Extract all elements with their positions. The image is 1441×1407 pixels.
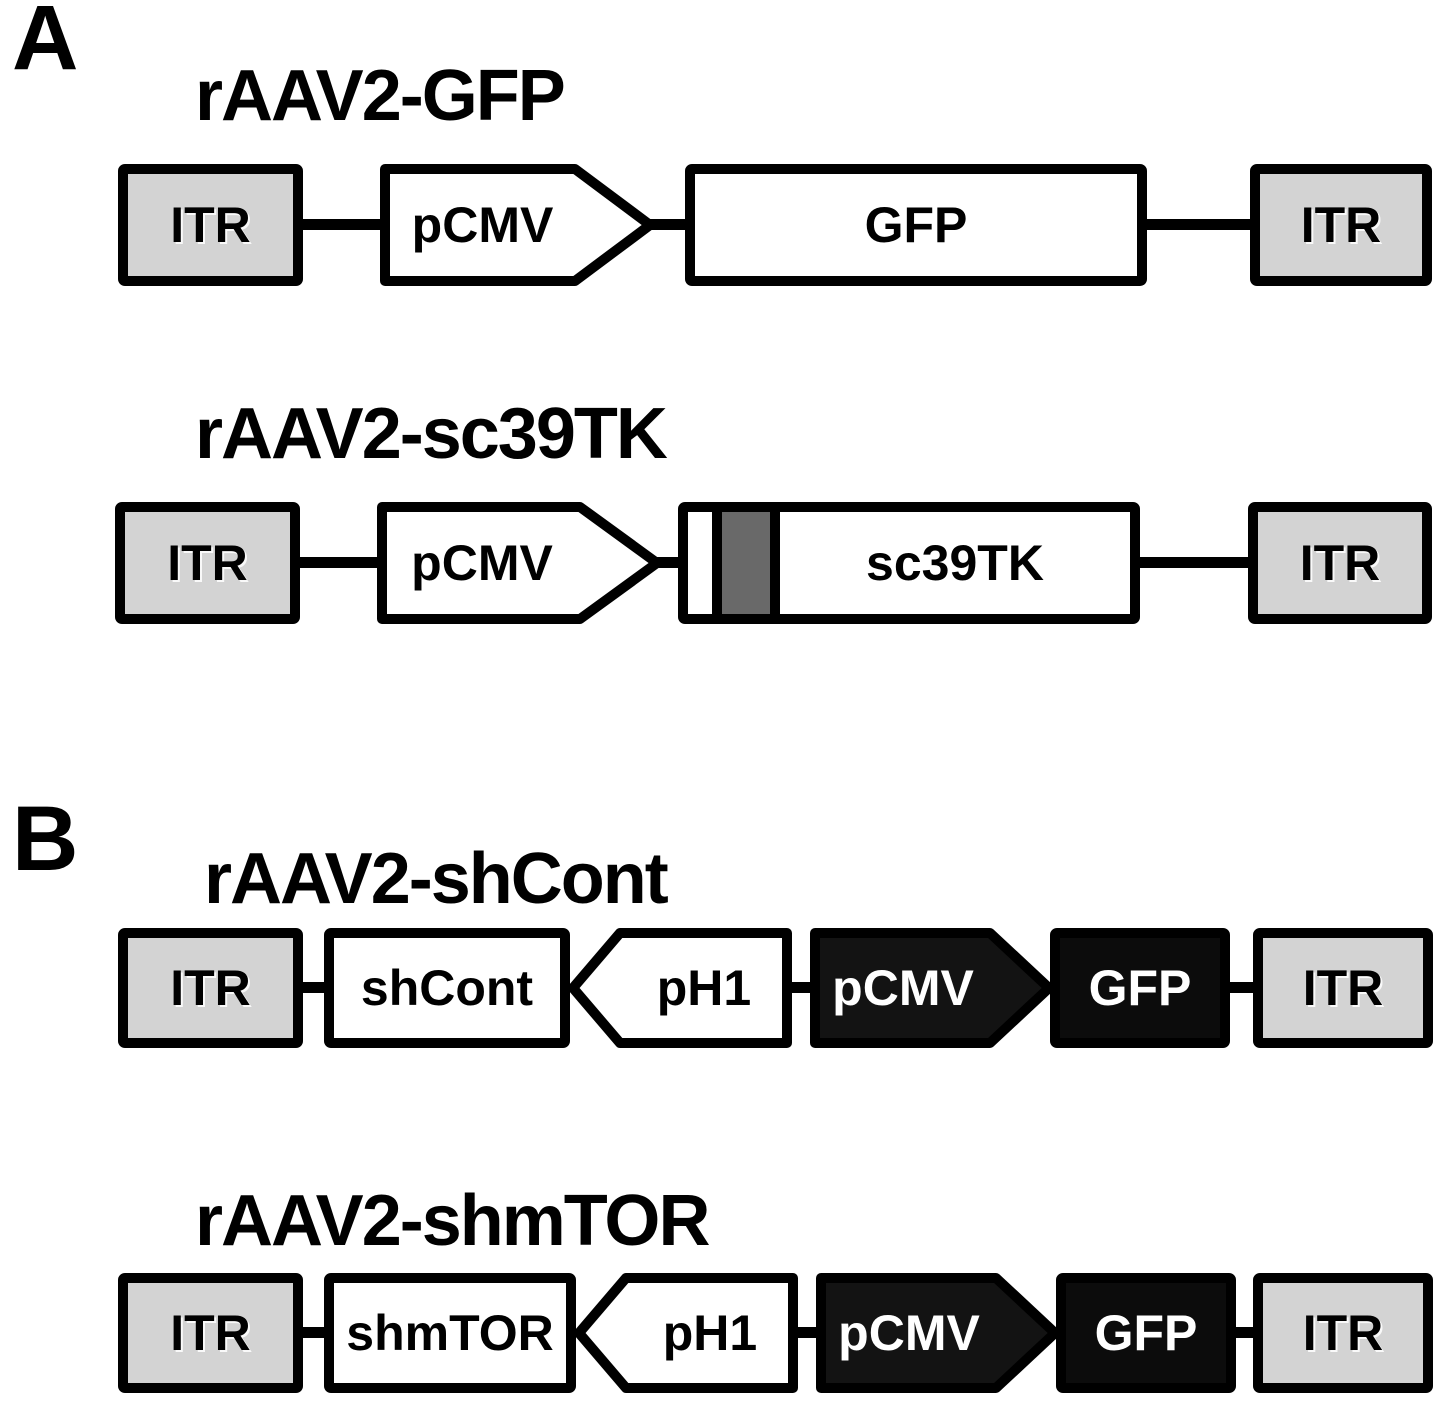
itr-label: ITR [1302,1305,1384,1361]
pcmv-promoter-arrow: pCMV [380,164,655,286]
leader-segment [688,512,712,614]
connector-line [295,219,390,230]
gene-label-area: sc39TK [780,512,1130,614]
pcmv-label: pCMV [411,535,553,591]
gray-segment [722,512,770,614]
connector-line [1133,557,1255,568]
right-arrow-shape [816,1273,1060,1393]
gfp-label: GFP [1094,1305,1198,1361]
itr-box-left: ITR [118,928,303,1048]
panel-b-label: B [12,788,79,890]
itr-label: ITR [170,960,251,1016]
connector-line [292,557,385,568]
itr-box-right: ITR [1248,502,1432,624]
itr-box-left: ITR [118,164,303,286]
itr-label: ITR [170,197,251,253]
segment-divider [712,512,722,614]
left-arrow-shape [574,1273,798,1393]
itr-label: ITR [1300,197,1382,253]
gfp-label: GFP [864,197,968,253]
ph1-promoter-arrow: pH1 [574,1273,798,1393]
ph1-label: pH1 [662,1305,758,1361]
segment-divider [770,512,780,614]
right-arrow-shape [380,164,655,286]
shmtor-box: shmTOR [324,1273,576,1393]
itr-box-right: ITR [1253,1273,1433,1393]
pcmv-promoter-arrow: pCMV [377,502,662,624]
sc39tk-label: sc39TK [866,535,1044,591]
construct-title-raav2-shmtor: rAAV2-shmTOR [195,1181,710,1261]
connector-line [792,1327,822,1338]
connector-line [1140,219,1258,230]
connector-line [786,982,816,993]
connector-line [655,557,690,568]
gfp-gene-box: GFP [685,164,1147,286]
shcont-box: shCont [324,928,570,1048]
right-arrow-shape [810,928,1054,1048]
connector-line [298,1327,330,1338]
connector-line [648,219,693,230]
right-arrow-shape [377,502,662,624]
itr-label: ITR [170,1305,251,1361]
pcmv-label: pCMV [411,197,554,253]
shcont-label: shCont [360,960,534,1016]
itr-box-right: ITR [1250,164,1432,286]
connector-line [298,982,330,993]
itr-box-left: ITR [118,1273,303,1393]
pcmv-label: pCMV [838,1305,980,1361]
pcmv-promoter-arrow: pCMV [810,928,1054,1048]
sc39tk-gene-box: sc39TK [678,502,1140,624]
pcmv-promoter-arrow: pCMV [816,1273,1060,1393]
construct-title-raav2-gfp: rAAV2-GFP [195,56,566,136]
construct-title-raav2-shcont: rAAV2-shCont [204,839,669,919]
gfp-reporter-box: GFP [1050,928,1230,1048]
connector-line [1231,1327,1261,1338]
pcmv-label: pCMV [832,960,974,1016]
construct-title-raav2-sc39tk: rAAV2-sc39TK [195,394,668,474]
ph1-promoter-arrow: pH1 [568,928,792,1048]
gfp-reporter-box: GFP [1056,1273,1236,1393]
shmtor-label: shmTOR [346,1305,554,1361]
gfp-label: GFP [1088,960,1192,1016]
itr-box-left: ITR [115,502,300,624]
itr-box-right: ITR [1253,928,1433,1048]
left-arrow-shape [568,928,792,1048]
ph1-label: pH1 [656,960,752,1016]
itr-label: ITR [1302,960,1384,1016]
itr-label: ITR [1299,535,1381,591]
itr-label: ITR [167,535,248,591]
connector-line [1225,982,1259,993]
panel-a-label: A [12,0,79,89]
